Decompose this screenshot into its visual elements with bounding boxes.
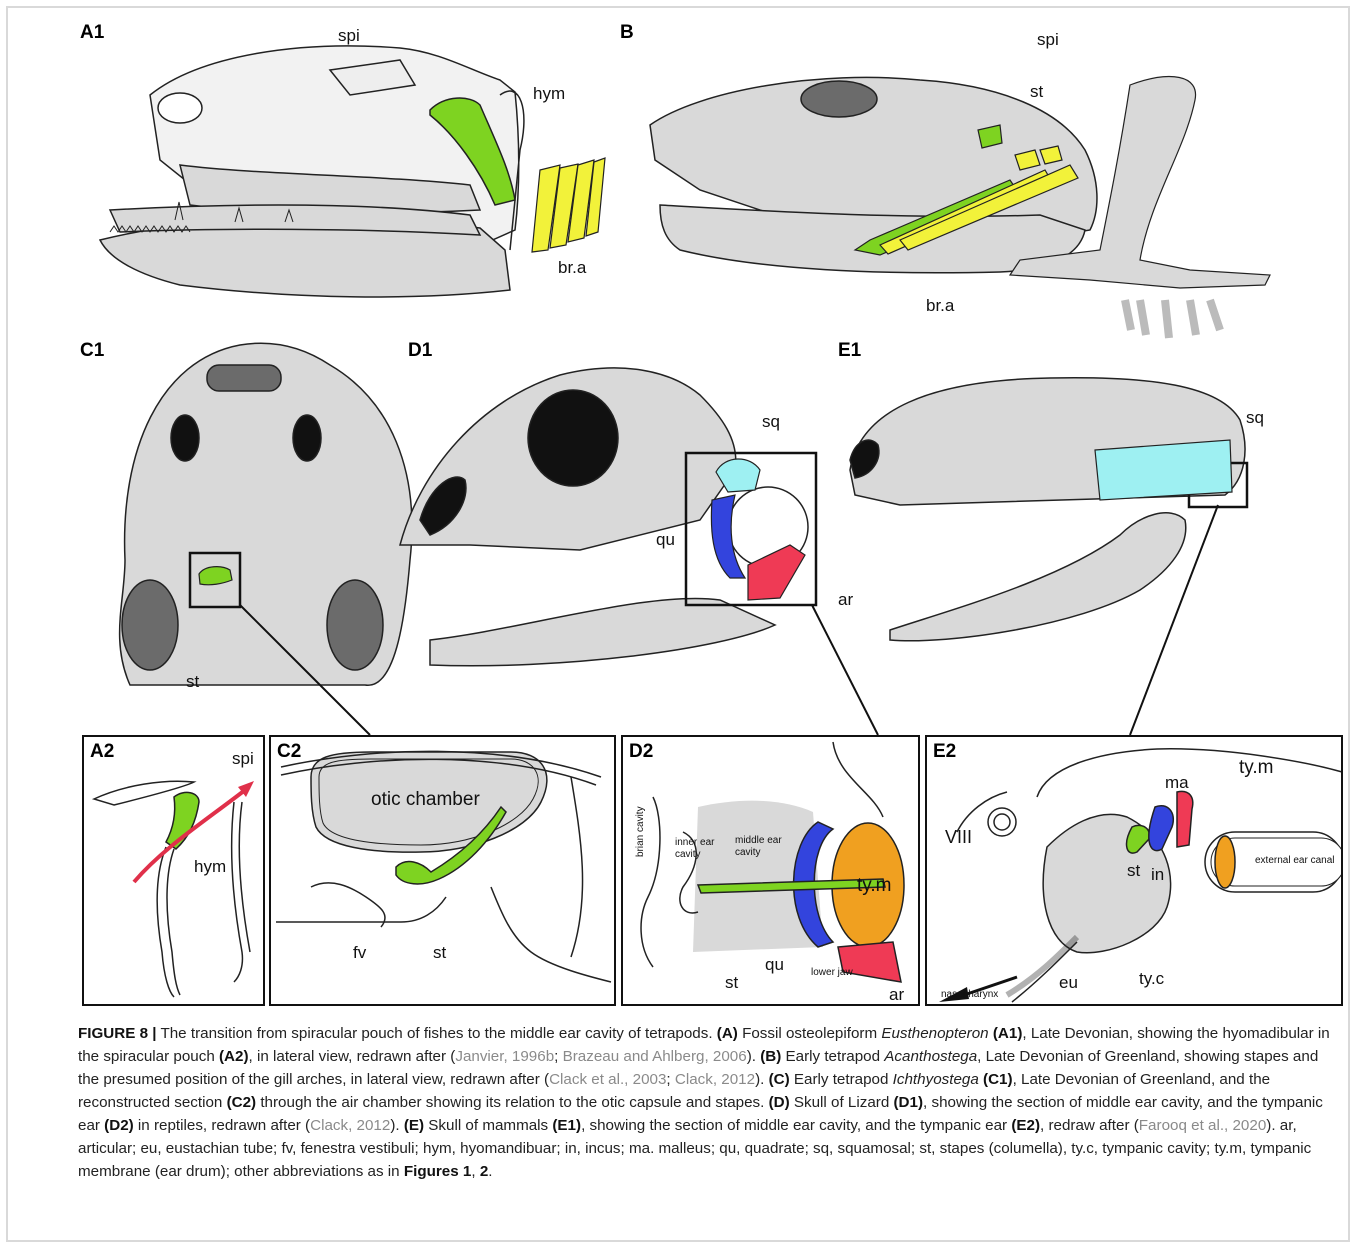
label-d2-inner: inner ear cavity [675,837,715,861]
panel-label-a2: A2 [90,741,114,763]
panel-label-b: B [620,22,634,44]
skull-d1 [400,368,816,666]
panel-label-d1: D1 [408,340,432,362]
label-e2-ma: ma [1165,773,1189,793]
panel-label-d2: D2 [629,741,653,763]
label-d2-brian: brian cavity [635,777,646,857]
branchial-arches-a1 [532,158,605,252]
label-e2-tyc: ty.c [1139,969,1164,989]
label-e2-tym: ty.m [1239,757,1273,779]
detail-box-a2: A2 spi hym [82,735,265,1006]
label-d2-tym: ty.m [857,875,891,897]
panel-label-a1: A1 [80,22,104,44]
caption-ref[interactable]: Farooq et al., 2020 [1139,1117,1267,1134]
panel-label-c2: C2 [277,741,301,763]
caption-figure-link[interactable]: Figures 1 [404,1163,472,1180]
label-d1-ar: ar [838,590,853,610]
label-e2-ext: external ear canal [1255,855,1335,866]
skull-c1 [120,343,412,685]
detail-box-d2: D2 brian cavity inner ear cavity middle … [621,735,920,1006]
caption-ref[interactable]: Brazeau and Ahlberg, 2006 [563,1048,747,1065]
squamosal-e1 [1095,440,1232,500]
label-d2-ar: ar [889,985,904,1005]
label-b-bra: br.a [926,296,954,316]
panel-label-e2: E2 [933,741,956,763]
skull-e1 [850,378,1247,641]
panel-label-e1: E1 [838,340,861,362]
label-a1-hym: hym [533,84,565,104]
label-d2-st: st [725,973,738,993]
detail-box-e2: E2 VIII ma ty.m st in external ear canal… [925,735,1343,1006]
label-b-st: st [1030,82,1043,102]
detail-box-c2: C2 otic chamber fv st [269,735,616,1006]
skull-a1 [100,46,524,297]
label-e2-in: in [1151,865,1164,885]
label-d1-sq: sq [762,412,780,432]
label-a1-spi: spi [338,26,360,46]
label-e2-viii: VIII [945,827,972,848]
caption-ref[interactable]: Clack et al., 2003 [549,1071,666,1088]
stapes-c1 [199,567,232,585]
label-d2-qu: qu [765,955,784,975]
label-d1-qu: qu [656,530,675,550]
label-e2-st: st [1127,861,1140,881]
caption-figure-link[interactable]: 2 [480,1163,488,1180]
caption-figure-number: FIGURE 8 | [78,1025,157,1042]
label-c2-otic: otic chamber [371,789,480,811]
caption-ref[interactable]: Janvier, 1996b [455,1048,554,1065]
label-e1-sq: sq [1246,408,1264,428]
label-d2-middle: middle ear cavity [735,835,785,859]
label-a2-spi: spi [232,749,254,769]
label-a1-bra: br.a [558,258,586,278]
figure-caption: FIGURE 8 | The transition from spiracula… [78,1022,1340,1183]
label-b-spi: spi [1037,30,1059,50]
label-a2-hym: hym [194,857,226,877]
label-e2-naso: nasopharynx [941,989,998,1000]
panel-label-c1: C1 [80,340,104,362]
label-d2-lowerjaw: lower jaw [811,967,853,978]
label-c1-st: st [186,672,199,692]
caption-ref[interactable]: Clack, 2012 [310,1117,390,1134]
label-e2-eu: eu [1059,973,1078,993]
label-c2-st: st [433,943,446,963]
label-c2-fv: fv [353,943,366,963]
caption-ref[interactable]: Clack, 2012 [675,1071,755,1088]
